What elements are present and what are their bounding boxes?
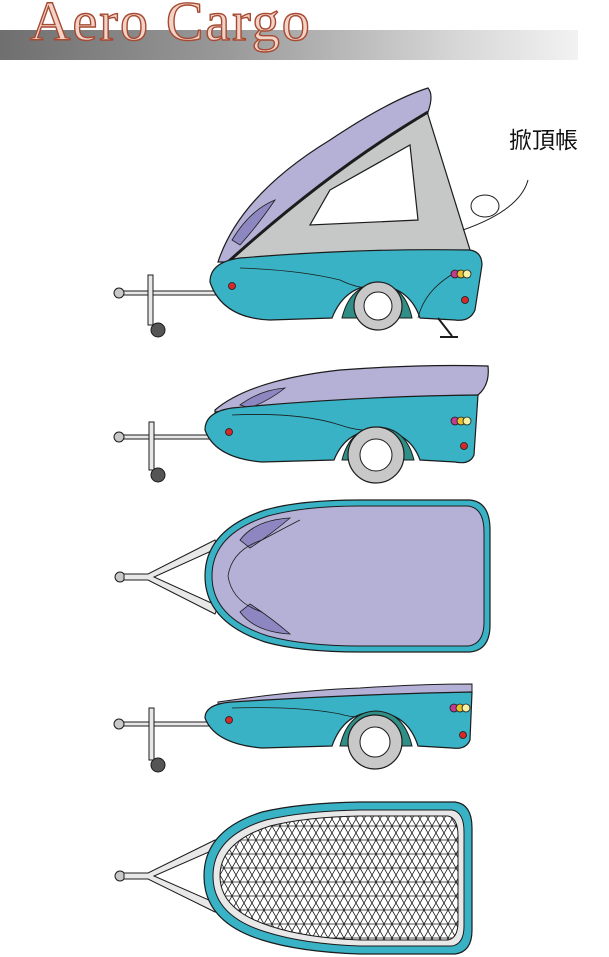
top-view-cargo-net xyxy=(114,801,473,955)
top-view-closed xyxy=(114,499,491,653)
side-view-open-bed xyxy=(113,683,473,773)
popup-tent-label: 掀頂帳 xyxy=(509,128,578,154)
side-view-closed xyxy=(113,364,489,484)
title-banner xyxy=(0,30,578,60)
side-view-tent-open xyxy=(113,87,529,338)
page-title: Aero Cargo xyxy=(29,0,312,53)
